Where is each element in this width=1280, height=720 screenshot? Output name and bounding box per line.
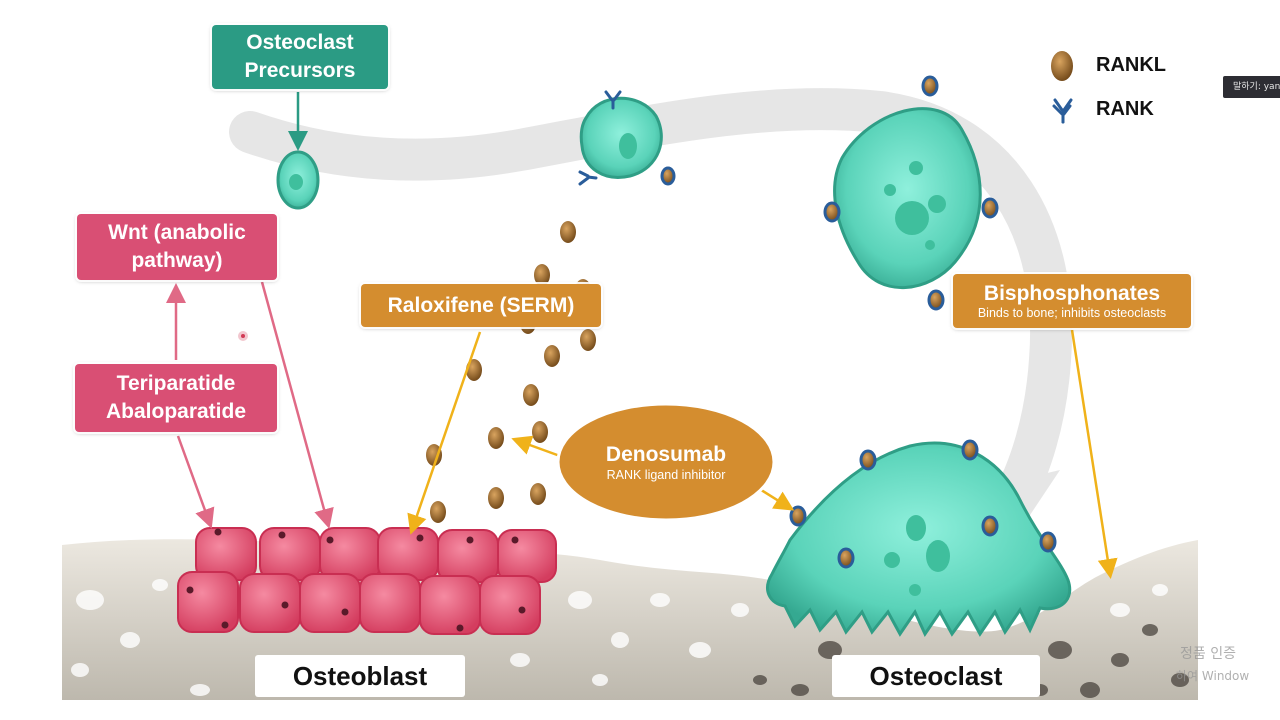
osteoclast-bone-label: Osteoclast — [832, 655, 1040, 697]
teriparatide-label: Teriparatide Abaloparatide — [75, 364, 277, 432]
denosumab-title: Denosumab — [605, 442, 727, 466]
precursor-cell-small — [276, 150, 320, 210]
osteoblast-row-top — [195, 527, 557, 583]
arrow-bisphosphonates-to-bone — [1070, 329, 1118, 579]
denosumab-ellipse — [556, 402, 776, 522]
legend-rank-label: RANK — [1096, 98, 1154, 120]
osteoclast-precursors-line1: Osteoclast — [246, 31, 354, 54]
osteoblast-cluster — [177, 527, 557, 635]
arrow-wnt-to-osteoblast — [260, 281, 334, 529]
osteoblast-bone-label: Osteoblast — [255, 655, 465, 697]
raloxifene-label: Raloxifene (SERM) — [361, 284, 601, 327]
bisphosphonates-title: Bisphosphonates — [983, 281, 1161, 305]
teriparatide-line2: Abaloparatide — [105, 400, 247, 423]
bisphosphonates-label: Bisphosphonates Binds to bone; inhibits … — [953, 274, 1191, 328]
legend-rankl-label: RANKL — [1096, 54, 1166, 76]
arrow-denosumab-to-osteoclast — [757, 486, 795, 511]
rankl-legend-icon — [1051, 51, 1073, 81]
osteoclast-precursors-line2: Precursors — [244, 59, 356, 82]
wnt-line2: pathway) — [131, 249, 223, 272]
bisphosphonates-subtitle: Binds to bone; inhibits osteoclasts — [977, 305, 1167, 320]
speaking-tooltip: 말하기: yan — [1223, 76, 1280, 98]
denosumab-subtitle: RANK ligand inhibitor — [606, 467, 726, 482]
arrow-raloxifene-to-osteoblast — [407, 331, 482, 535]
mouse-pointer-dot — [238, 331, 248, 341]
precursor-cell-medium — [579, 96, 663, 179]
pre-osteoclast-large — [833, 107, 982, 289]
osteoblast-row-bottom — [177, 571, 541, 635]
arrow-denosumab-to-rankl — [511, 435, 561, 458]
activation-watermark-line2: 하여 Window — [1176, 669, 1250, 683]
rankl-bound-receptors — [660, 75, 1057, 569]
denosumab-label: Denosumab RANK ligand inhibitor — [572, 434, 760, 490]
rank-receptors — [578, 90, 1072, 186]
wnt-pathway-label: Wnt (anabolic pathway) — [77, 214, 277, 280]
teriparatide-line1: Teriparatide — [116, 372, 236, 395]
osteoclast-precursors-label: Osteoclast Precursors — [212, 25, 388, 89]
wnt-line1: Wnt (anabolic — [108, 221, 246, 244]
arrow-teriparatide-to-osteoblast — [176, 435, 215, 529]
activation-watermark-line1: 정품 인증 — [1180, 646, 1236, 662]
differentiation-pathway-band — [229, 88, 1072, 526]
osteoclast-mature — [766, 441, 1072, 638]
osteoblast-rankl-dots — [186, 528, 526, 632]
bone-pores-light — [71, 579, 1168, 696]
rank-legend-icon — [1053, 98, 1073, 124]
raloxifene-text: Raloxifene (SERM) — [387, 293, 575, 317]
